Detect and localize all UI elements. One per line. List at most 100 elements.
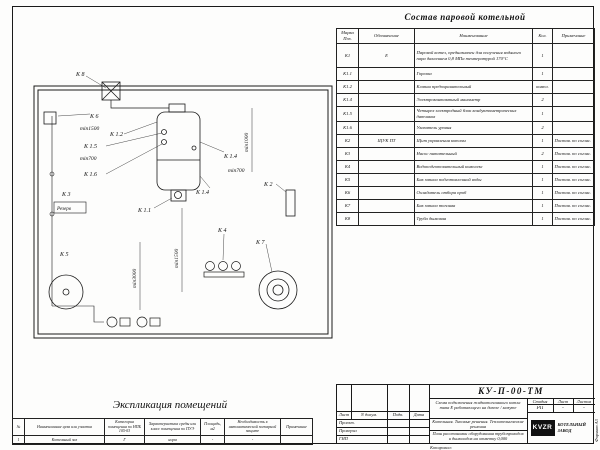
label-k12: К 1.2 bbox=[109, 132, 123, 138]
cell-note: Постав. по соглас. bbox=[552, 160, 595, 174]
cell-mark: К1.5 bbox=[336, 106, 359, 122]
company-name: КОТЕЛЬНЫЙ ЗАВОД bbox=[557, 422, 586, 433]
cell-note bbox=[552, 80, 595, 94]
cell-qty: 1 bbox=[532, 134, 553, 148]
divider bbox=[337, 427, 429, 428]
cell-designation bbox=[358, 173, 415, 187]
cell-mark: К1 bbox=[336, 43, 359, 68]
divider bbox=[429, 418, 527, 419]
col-header-qty: Кол. bbox=[532, 28, 553, 44]
cell-mark: К2 bbox=[336, 134, 359, 148]
divider bbox=[527, 404, 595, 405]
cell-qty: 1 bbox=[532, 67, 553, 81]
col-header-designation: Обозначение bbox=[358, 28, 415, 44]
feedwater-tank-symbol bbox=[48, 274, 84, 310]
cooler-symbol bbox=[43, 111, 57, 125]
cell-mark: К5 bbox=[336, 173, 359, 187]
col-header-mark: Марка Поз. bbox=[336, 28, 359, 44]
cell-note bbox=[552, 43, 595, 68]
cell-mark: К7 bbox=[336, 199, 359, 213]
table-row: К7 Бак запаса топлива 1 Постав. по согла… bbox=[336, 199, 595, 213]
label-k6: К 6 bbox=[89, 114, 98, 120]
cell-name: Труба дымовая bbox=[414, 212, 533, 226]
cell-designation bbox=[358, 147, 415, 161]
cell-designation bbox=[358, 160, 415, 174]
composition-table: Марка Поз. Обозначение Наименование Кол.… bbox=[336, 28, 595, 226]
divider bbox=[429, 398, 595, 399]
col-header: Категория помещения по НПБ 105-03 bbox=[104, 418, 145, 436]
copied-label: Копировал: bbox=[430, 445, 453, 450]
cell-designation bbox=[358, 121, 415, 135]
cell-mark: К1.4 bbox=[336, 93, 359, 107]
sheets-header: Листов bbox=[576, 398, 592, 404]
sign-header-date: Дата bbox=[413, 412, 425, 417]
dim-min700-a: min700 bbox=[80, 156, 97, 162]
col-header-name: Наименование bbox=[414, 28, 533, 44]
cell-mark: К1.6 bbox=[336, 121, 359, 135]
table-row: К1 Е Паровой котел, предназначен для пол… bbox=[336, 43, 595, 68]
role-chief-engineer: ГИП bbox=[339, 436, 348, 441]
cell: норм bbox=[144, 435, 201, 445]
table-row: 1 Котельный зал Г норм - - bbox=[12, 435, 313, 445]
cell-designation bbox=[358, 199, 415, 213]
divider bbox=[527, 398, 528, 443]
cell-name: Бак запаса подготовленной воды bbox=[414, 173, 533, 187]
cell-qty: 2 bbox=[532, 147, 553, 161]
table-row: К5 Бак запаса подготовленной воды 1 Пост… bbox=[336, 173, 595, 187]
explication-title: Экспликация помещений bbox=[112, 399, 228, 411]
cell: Котельный зал bbox=[24, 435, 105, 445]
floor-plan: К 8 К 6 min1500 К 1.2 К 1.5 min700 К 1.6… bbox=[33, 72, 333, 339]
control-panel-symbol bbox=[285, 189, 296, 217]
cell-name: Охладитель отбора проб bbox=[414, 186, 533, 200]
role-checker: Проверил bbox=[339, 428, 357, 433]
divider bbox=[337, 411, 429, 412]
cell-qty: 1 bbox=[532, 160, 553, 174]
explication-header-row: № Наименование цеха или участка Категори… bbox=[12, 418, 313, 436]
col-header-note: Примечание bbox=[552, 28, 595, 44]
divider bbox=[429, 385, 430, 443]
reserve-box bbox=[53, 201, 87, 214]
kvzr-logo: KVZR bbox=[530, 419, 555, 436]
company-logo-area: KVZR КОТЕЛЬНЫЙ ЗАВОД bbox=[528, 413, 594, 442]
dim-min700-b: min700 bbox=[228, 168, 245, 174]
cell-note bbox=[552, 67, 595, 81]
col-header: Характеристика среды или класс помещения… bbox=[144, 418, 201, 436]
cell-designation bbox=[358, 106, 415, 122]
label-k14-a: К 1.4 bbox=[223, 153, 237, 160]
cell-name: Водоподготовительный комплекс bbox=[414, 160, 533, 174]
label-reserve: Резерв bbox=[56, 207, 72, 212]
feed-pumps-symbol bbox=[106, 316, 161, 328]
sheet-value: - bbox=[562, 405, 564, 411]
cell-mark: К3 bbox=[336, 147, 359, 161]
cell-mark: К4 bbox=[336, 160, 359, 174]
cell-designation bbox=[358, 80, 415, 94]
cell-note: Постав. по соглас. bbox=[552, 173, 595, 187]
cell-mark: К1.2 bbox=[336, 80, 359, 94]
cell-qty: 1 bbox=[532, 199, 553, 213]
composition-header-row: Марка Поз. Обозначение Наименование Кол.… bbox=[336, 28, 595, 44]
cell-note bbox=[552, 93, 595, 107]
table-row: К8 Труба дымовая 1 Постав. по соглас. bbox=[336, 212, 595, 226]
cell-note: Постав. по соглас. bbox=[552, 134, 595, 148]
cell-qty: 1 bbox=[532, 106, 553, 122]
cell-qty: 2 bbox=[532, 93, 553, 107]
label-k11: К 1.1 bbox=[137, 208, 151, 214]
cell-mark: К1.1 bbox=[336, 67, 359, 81]
table-row: К2 ЩУК ПТ Щит управления котлом 1 Постав… bbox=[336, 134, 595, 148]
pump-group-symbol bbox=[203, 261, 245, 278]
table-row: К1.5 Четырех электродный блок кондуктоме… bbox=[336, 106, 595, 122]
dim-min1500-b: min1500 bbox=[174, 249, 180, 269]
dim-min1500-a: min1500 bbox=[80, 126, 100, 132]
dim-min1000: min1000 bbox=[244, 133, 250, 153]
fuel-tank-symbol bbox=[258, 270, 298, 310]
divider bbox=[337, 419, 429, 420]
composition-table-title: Состав паровой котельной bbox=[404, 12, 526, 22]
cell-qty: 1 bbox=[532, 43, 553, 68]
divider bbox=[351, 385, 352, 419]
col-header: № bbox=[12, 418, 25, 436]
document-number: КУ-П-00-ТМ bbox=[478, 386, 544, 396]
cell-designation bbox=[358, 93, 415, 107]
cell: Г bbox=[104, 435, 145, 445]
cell: 1 bbox=[12, 435, 25, 445]
cell-name: Бак запаса топлива bbox=[414, 199, 533, 213]
